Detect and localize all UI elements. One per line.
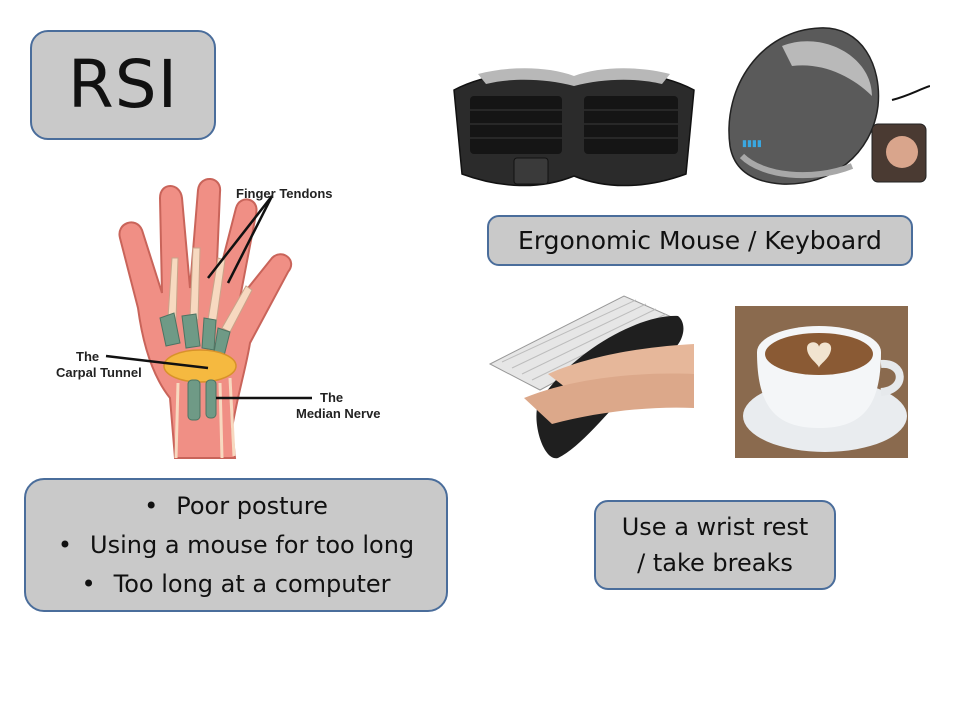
wrist-rest-keyboard-image [488, 295, 694, 459]
tip-box: Use a wrist rest / take breaks [594, 500, 836, 590]
svg-text:▮▮▮▮: ▮▮▮▮ [742, 138, 762, 148]
label-median-nerve: Median Nerve [296, 406, 381, 421]
title-box: RSI [30, 30, 216, 140]
cause-item: Poor posture [58, 487, 414, 526]
tip-line-2: / take breaks [637, 549, 793, 577]
label-median-the: The [320, 390, 343, 405]
tip-line-1: Use a wrist rest [621, 513, 809, 541]
causes-list: Poor posture Using a mouse for too long … [58, 487, 414, 604]
cause-item: Too long at a computer [58, 565, 414, 604]
causes-box: Poor posture Using a mouse for too long … [24, 478, 448, 612]
slide-title: RSI [67, 46, 179, 123]
ergonomic-caption-box: Ergonomic Mouse / Keyboard [487, 215, 913, 266]
cause-item: Using a mouse for too long [58, 526, 414, 565]
vertical-mouse-image: ▮▮▮▮ [728, 27, 930, 185]
label-finger-tendons: Finger Tendons [236, 186, 333, 201]
label-carpal-the: The [76, 349, 99, 364]
ergonomic-caption: Ergonomic Mouse / Keyboard [518, 226, 882, 255]
coffee-cup-image [735, 306, 908, 458]
hand-anatomy-diagram: Finger Tendons The Carpal Tunnel The Med… [56, 178, 381, 459]
ergonomic-keyboard-image [453, 68, 695, 187]
label-carpal-tunnel: Carpal Tunnel [56, 365, 142, 380]
